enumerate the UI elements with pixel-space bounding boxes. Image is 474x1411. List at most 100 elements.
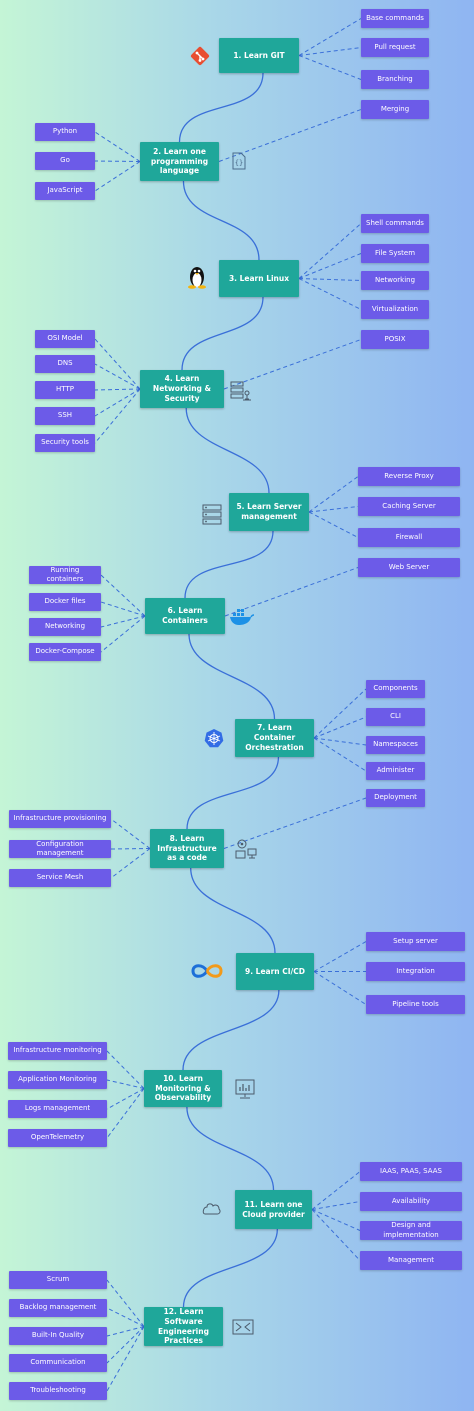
item-troubleshooting: Troubleshooting [9, 1382, 107, 1400]
branch-connector [313, 716, 367, 739]
branch-connector [313, 737, 367, 746]
branch-connector [298, 47, 362, 56]
step-7-learn-container-orchestration: 7. Learn Container Orchestration [235, 719, 314, 757]
spine-connector [182, 989, 280, 1071]
item-javascript: JavaScript [35, 182, 95, 200]
branch-connector [311, 1171, 361, 1210]
step-4-learn-networking-security: 4. Learn Networking & Security [140, 370, 224, 408]
item-networking-containers: Networking [29, 618, 101, 636]
item-setup-server: Setup server [366, 932, 465, 951]
git-icon [190, 46, 210, 66]
svg-text:{}: {} [235, 159, 243, 167]
spine-connector [182, 1228, 278, 1308]
branch-connector [94, 160, 141, 162]
server-rack-icon [202, 504, 222, 525]
item-backlog-management: Backlog management [9, 1299, 107, 1317]
item-scrum: Scrum [9, 1271, 107, 1289]
branch-connector [298, 278, 362, 310]
branch-connector [308, 476, 359, 513]
branch-connector [94, 388, 141, 444]
branch-connector [94, 363, 141, 390]
item-caching-server: Caching Server [358, 497, 460, 516]
branch-connector [298, 253, 362, 279]
item-docker-files: Docker files [29, 593, 101, 611]
item-communication: Communication [9, 1354, 107, 1372]
item-infrastructure-provisioning: Infrastructure provisioning [9, 810, 111, 828]
item-merging: Merging [361, 100, 429, 119]
item-web-server: Web Server [358, 558, 460, 577]
branch-connector [311, 1209, 361, 1261]
branch-connector [106, 1326, 145, 1337]
item-availability: Availability [360, 1192, 462, 1211]
step-11-learn-cloud-provider: 11. Learn one Cloud provider [235, 1190, 312, 1229]
branch-connector [298, 223, 362, 279]
linux-penguin-icon [188, 267, 206, 289]
branch-connector [218, 109, 362, 162]
item-base-commands: Base commands [361, 9, 429, 28]
branch-connector [298, 55, 362, 80]
item-pull-request: Pull request [361, 38, 429, 57]
item-file-system: File System [361, 244, 429, 263]
branch-connector [106, 1307, 145, 1327]
step-10-learn-monitoring-observability: 10. Learn Monitoring & Observability [144, 1070, 222, 1107]
item-shell-commands: Shell commands [361, 214, 429, 233]
item-management: Management [360, 1251, 462, 1270]
spine-connector [190, 867, 276, 954]
item-cli: CLI [366, 708, 425, 726]
step-2-learn-programming-language: 2. Learn one programming language [140, 142, 219, 181]
branch-connector [106, 1079, 145, 1089]
kubernetes-icon [204, 729, 224, 748]
item-ssh: SSH [35, 407, 95, 425]
cicd-infinity-icon [191, 964, 223, 978]
branch-connector [313, 941, 367, 972]
practices-arrows-icon [232, 1319, 254, 1335]
item-built-in-quality: Built-In Quality [9, 1327, 107, 1345]
item-iaas-paas-saas: IAAS, PAAS, SAAS [360, 1162, 462, 1181]
monitoring-dashboard-icon [235, 1079, 255, 1099]
spine-connector [182, 180, 260, 261]
item-firewall: Firewall [358, 528, 460, 547]
branch-connector [298, 18, 362, 56]
branch-connector [311, 1209, 361, 1231]
branch-connector [94, 131, 141, 162]
spine-connector [185, 407, 270, 494]
spine-connector [188, 633, 276, 720]
branch-connector [224, 567, 359, 617]
item-branching: Branching [361, 70, 429, 89]
branch-connector [308, 511, 359, 538]
item-python: Python [35, 123, 95, 141]
infrastructure-code-icon [235, 839, 257, 859]
item-integration: Integration [366, 962, 465, 981]
branch-connector [298, 278, 362, 281]
spine-connector [184, 530, 274, 599]
branch-connector [313, 688, 367, 739]
item-design-and-implementation: Design and implementation [360, 1221, 462, 1240]
branch-connector [110, 818, 151, 849]
branch-connector [106, 1326, 145, 1364]
branch-connector [100, 615, 146, 628]
item-opentelemetry: OpenTelemetry [8, 1129, 107, 1147]
item-http: HTTP [35, 381, 95, 399]
branch-connector [311, 1201, 361, 1210]
item-namespaces: Namespaces [366, 736, 425, 754]
item-posix: POSIX [361, 330, 429, 349]
step-9-learn-cicd: 9. Learn CI/CD [236, 953, 314, 990]
branch-connector [308, 506, 359, 513]
docker-whale-icon [230, 609, 255, 625]
item-docker-compose: Docker-Compose [29, 643, 101, 661]
spine-connector [186, 756, 280, 830]
item-components: Components [366, 680, 425, 698]
branch-connector [106, 1088, 145, 1139]
item-administer: Administer [366, 762, 425, 780]
item-deployment: Deployment [366, 789, 425, 807]
item-reverse-proxy: Reverse Proxy [358, 467, 460, 486]
step-5-learn-server-management: 5. Learn Server management [229, 493, 309, 531]
branch-connector [110, 848, 151, 879]
code-brackets-icon: {} [232, 152, 246, 170]
network-security-icon [230, 381, 251, 401]
step-12-learn-software-engineering-practices: 12. Learn Software Engineering Practices [144, 1307, 223, 1346]
item-running-containers: Running containers [29, 566, 101, 584]
item-pipeline-tools: Pipeline tools [366, 995, 465, 1014]
cloud-icon [202, 1203, 221, 1215]
